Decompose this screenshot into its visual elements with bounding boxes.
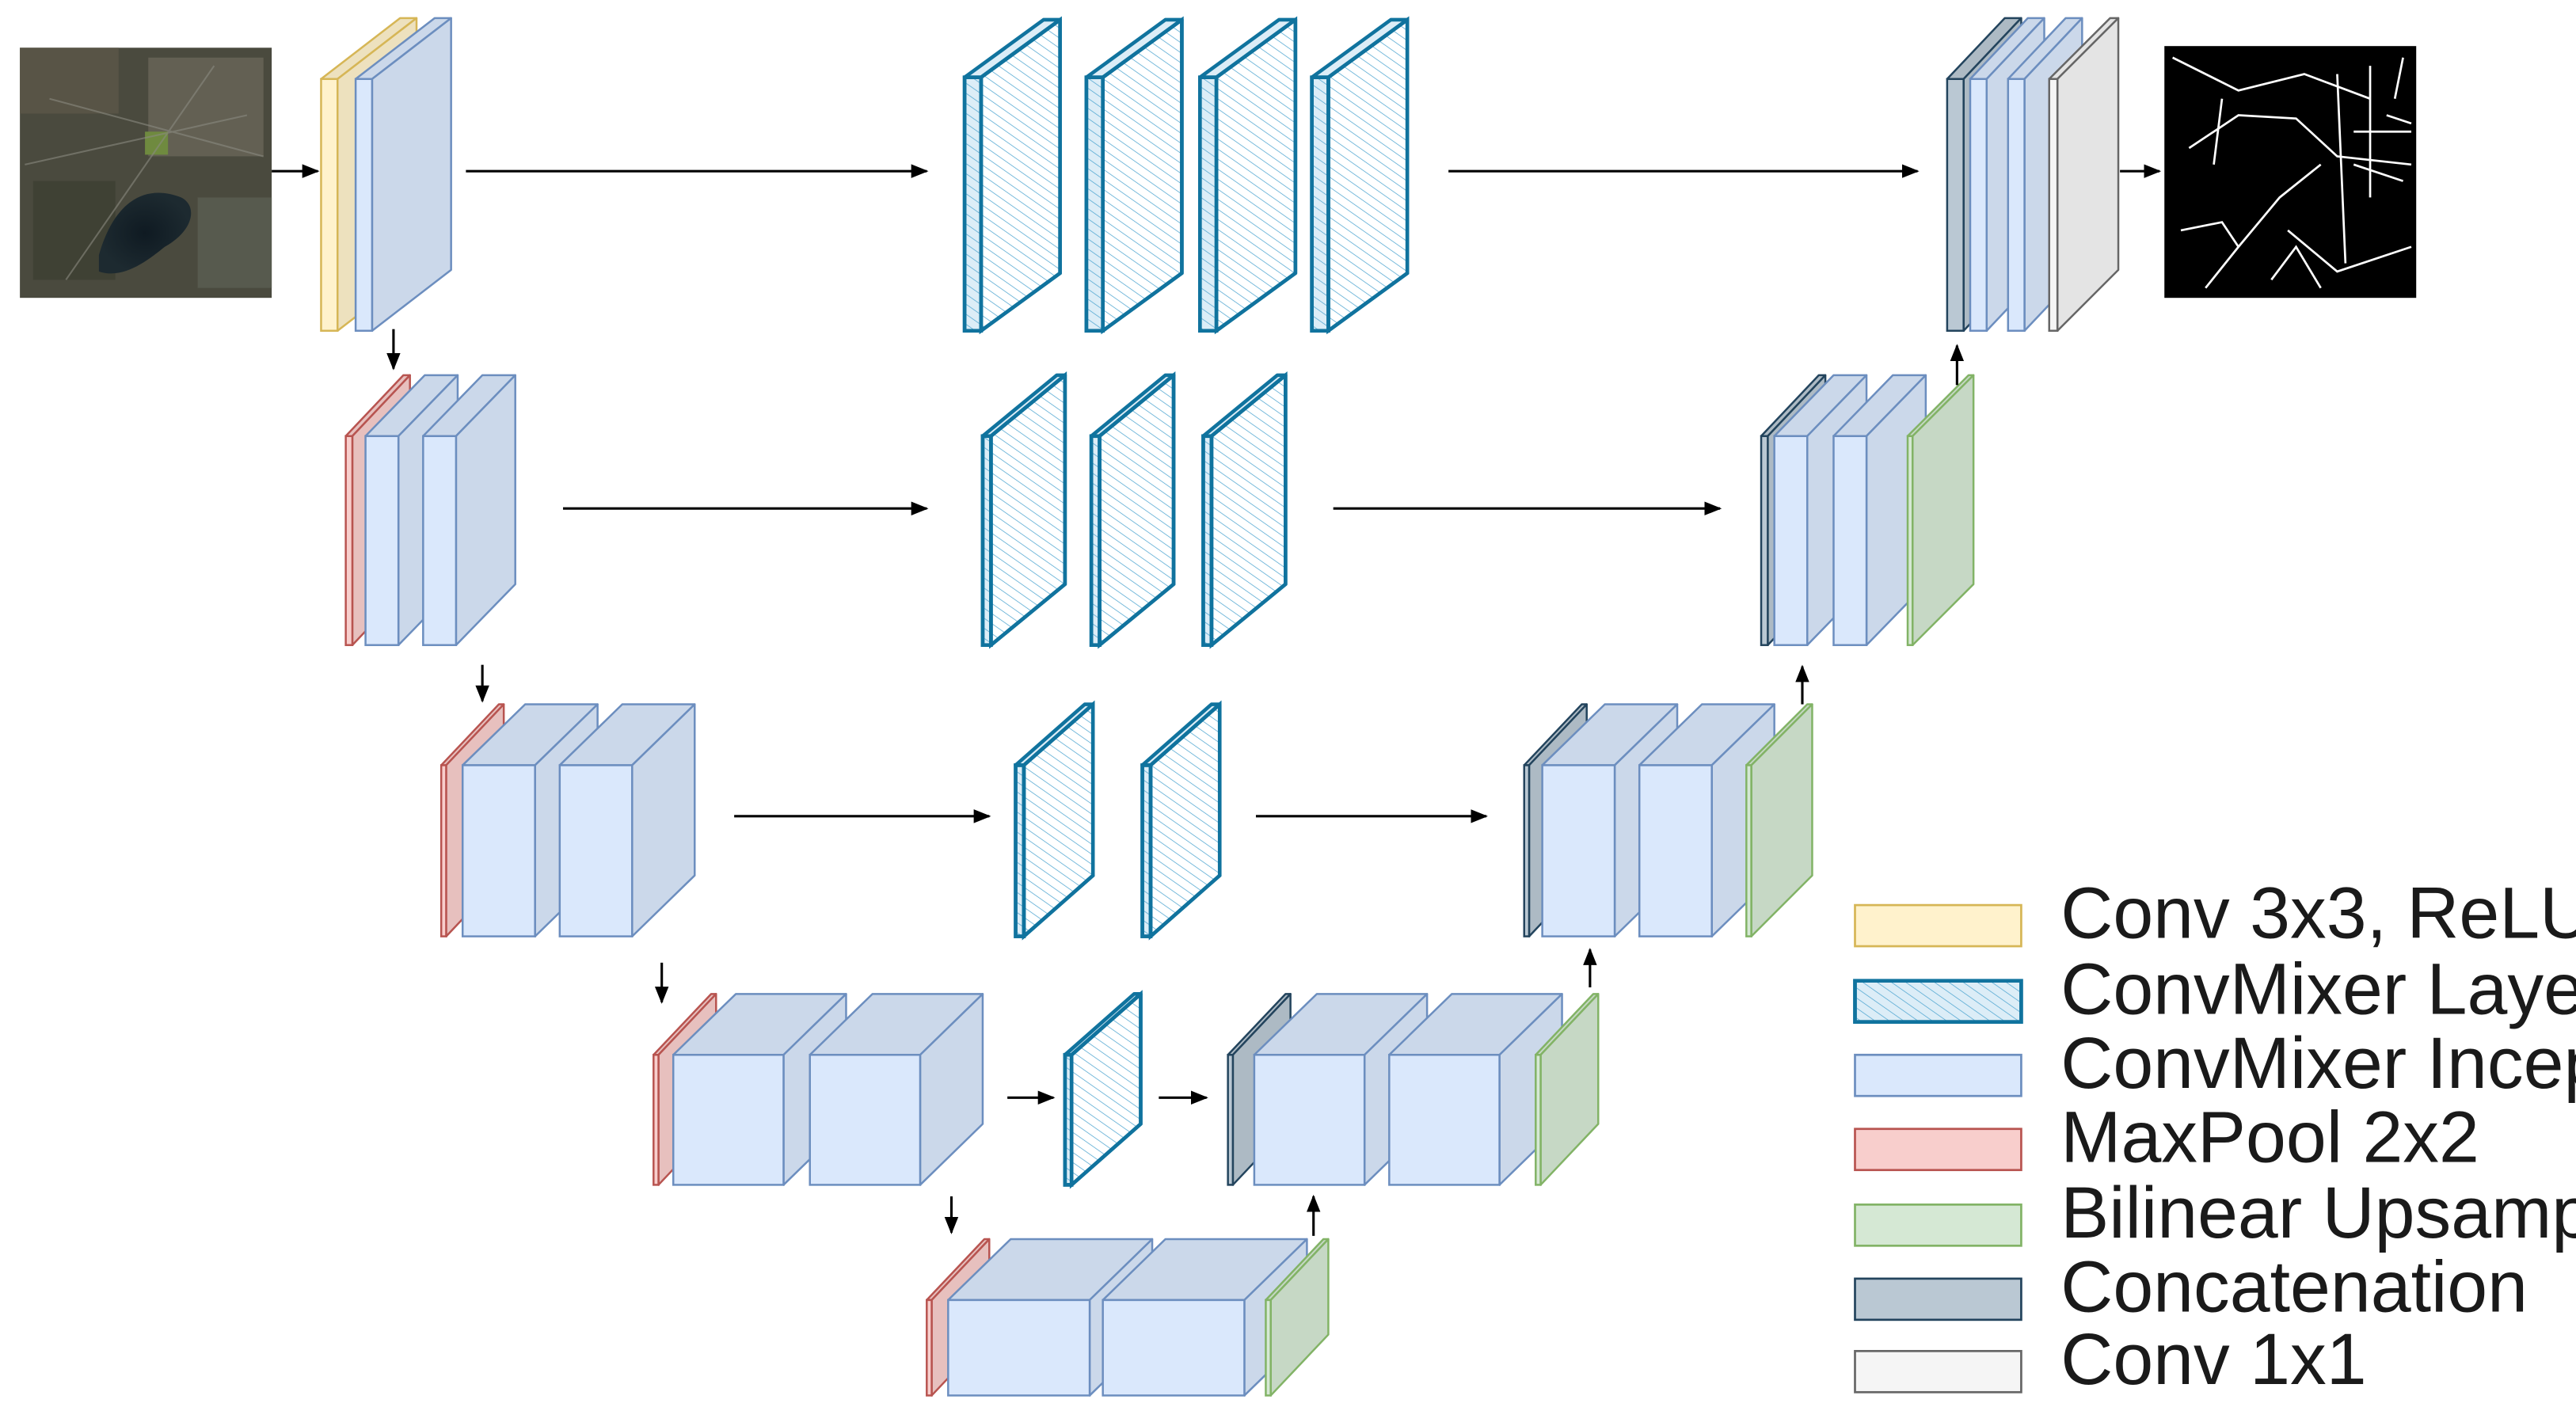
legend-label-concat: Concatenation xyxy=(2060,1246,2528,1327)
upsample-l4 xyxy=(1535,993,1600,1186)
legend-swatch-inception xyxy=(1854,1053,2022,1097)
legend-item-inception: ConvMixer Inception Block xyxy=(1854,1023,2576,1104)
legend-swatch-conv3x3 xyxy=(1854,903,2022,948)
input-aerial-image xyxy=(20,48,272,299)
convmixer-layer-l1-2 xyxy=(1084,16,1184,335)
inception-block-l2-b xyxy=(422,374,516,646)
legend-swatch-concat xyxy=(1854,1277,2022,1321)
convmixer-layer-l1-4 xyxy=(1310,16,1410,335)
legend-label-conv3x3: Conv 3x3, ReLU, Batch Norm xyxy=(2060,873,2576,954)
legend-swatch-upsample xyxy=(1854,1204,2022,1247)
upsample-l5 xyxy=(1265,1238,1330,1397)
arrows-layer xyxy=(272,164,2162,1236)
blocks-layer xyxy=(320,16,2120,1397)
legend-label-inception: ConvMixer Inception Block xyxy=(2060,1023,2576,1104)
legend-item-concat: Concatenation xyxy=(1854,1246,2528,1327)
inception-block-l4-dec-b xyxy=(1388,993,1563,1186)
legend-swatch-maxpool xyxy=(1854,1128,2022,1172)
legend: Conv 3x3, ReLU, Batch NormConvMixer Laye… xyxy=(1853,873,2576,1400)
legend-item-convmixer: ConvMixer Layer xyxy=(1853,949,2576,1029)
conv1x1-layer xyxy=(2048,17,2120,332)
convmixer-layer-l3-1 xyxy=(1014,700,1095,941)
legend-swatch-conv1x1 xyxy=(1854,1349,2022,1394)
convmixer-layer-l1-3 xyxy=(1198,16,1298,335)
upsample-l3 xyxy=(1745,703,1813,937)
convmixer-layer-l4 xyxy=(1063,990,1143,1189)
convmixer-layer-l2-1 xyxy=(980,371,1067,649)
legend-item-maxpool: MaxPool 2x2 xyxy=(1854,1097,2479,1177)
inception-block-l1 xyxy=(354,17,452,332)
convmixer-layer-l3-2 xyxy=(1140,700,1222,941)
inception-block-l3-b xyxy=(558,703,696,937)
legend-item-conv1x1: Conv 1x1 xyxy=(1854,1319,2367,1400)
convmixer-layer-l2-3 xyxy=(1201,371,1288,649)
legend-label-maxpool: MaxPool 2x2 xyxy=(2060,1097,2479,1177)
output-road-mask xyxy=(2164,46,2417,299)
upsample-l2 xyxy=(1906,374,1975,646)
legend-item-conv3x3: Conv 3x3, ReLU, Batch Norm xyxy=(1854,873,2576,954)
legend-item-upsample: Bilinear Upsampling xyxy=(1854,1173,2576,1253)
legend-label-convmixer: ConvMixer Layer xyxy=(2060,949,2576,1029)
convmixer-layer-l2-2 xyxy=(1089,371,1176,649)
convmixer-layer-l1-1 xyxy=(962,16,1062,335)
inception-block-l3-dec-b xyxy=(1638,703,1775,937)
legend-label-conv1x1: Conv 1x1 xyxy=(2060,1319,2366,1400)
legend-label-upsample: Bilinear Upsampling xyxy=(2060,1173,2576,1253)
inception-block-l4-b xyxy=(809,993,984,1186)
